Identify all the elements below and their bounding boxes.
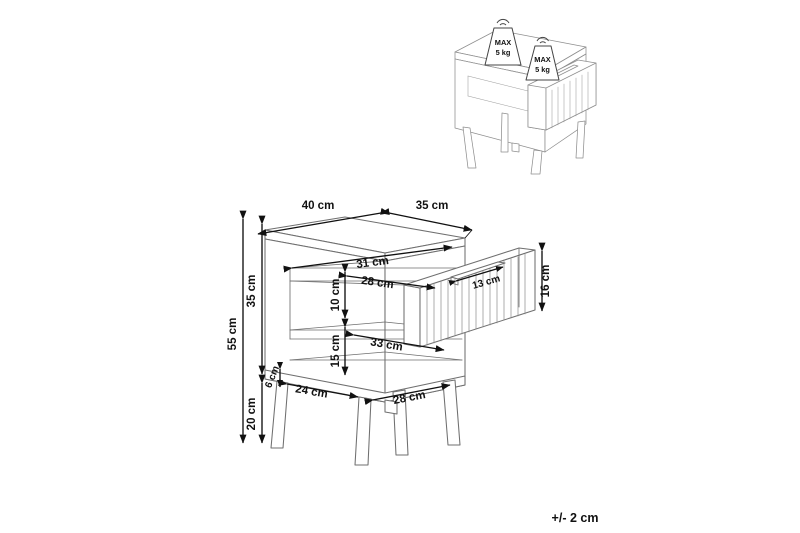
- dimlabel-top-width: 40 cm: [302, 200, 335, 212]
- dimlabel-drawer-front-height: 16 cm: [540, 265, 552, 298]
- leg-front-left: [270, 380, 289, 449]
- thumb-drawer-side: [527, 84, 547, 131]
- leg-back-right: [442, 379, 461, 446]
- thumb-drawer-ribs: [551, 71, 589, 129]
- tag-handle-inner-top: [499, 23, 507, 26]
- dimline-top-width: [257, 208, 390, 237]
- dimline-drawer-inner-depth: [338, 271, 436, 291]
- dimline-top-depth: [380, 207, 473, 232]
- tag-handle-inner-drawer: [539, 41, 546, 44]
- dimlabel-body-height: 35 cm: [246, 275, 258, 308]
- tag-body-top: [484, 27, 522, 66]
- dimline-drawer-inner-width: [283, 244, 453, 273]
- dimlabel-leg-height: 20 cm: [246, 398, 258, 431]
- tag-body-drawer: [525, 45, 560, 81]
- tag-max-label-top: MAX: [495, 38, 511, 47]
- tolerance-note: +/- 2 cm: [552, 511, 599, 525]
- thumb-drawer-face: [545, 62, 597, 131]
- dimlabel-leg-span-depth: 24 cm: [294, 383, 328, 400]
- drawer-left-end: [403, 284, 421, 348]
- tag-max-label-drawer: MAX: [534, 55, 550, 64]
- dimlabel-shelf-depth: 33 cm: [369, 336, 403, 353]
- tag-weight-label-drawer: 5 kg: [535, 65, 550, 74]
- tag-handle-drawer: [536, 36, 549, 42]
- dimline-leg-span-depth: [278, 379, 359, 399]
- dimline-handle-width: [448, 266, 504, 286]
- dimlabel-drawer-inner-width: 31 cm: [356, 255, 390, 271]
- tag-handle-top: [496, 18, 510, 24]
- dimlabel-shelf-opening-height: 15 cm: [330, 335, 342, 368]
- thumb-leg-back-left: [500, 112, 509, 153]
- dimlabel-drawer-opening-height: 10 cm: [330, 279, 342, 312]
- dimline-shelf-depth: [345, 330, 445, 353]
- dimlabel-drawer-inner-depth: 28 cm: [360, 275, 394, 291]
- dimline-leg-span-width: [364, 383, 451, 406]
- thumb-leg-back-right: [575, 120, 586, 159]
- load-tag-drawer: MAX 5 kg: [525, 36, 560, 81]
- thumb-leg-front-right: [530, 149, 543, 175]
- extension-lines: [257, 229, 473, 239]
- leg-front-right: [354, 396, 372, 466]
- thumb-leg-front-left: [462, 126, 477, 169]
- thumb-stretcher: [511, 142, 520, 153]
- load-tag-top: MAX 5 kg: [484, 18, 522, 66]
- dimension-annotations: 40 cm 35 cm 55 cm 35 cm 20 cm 6 cm 31 cm…: [227, 200, 552, 444]
- dimlabel-total-height: 55 cm: [227, 318, 239, 351]
- dimlabel-top-depth: 35 cm: [416, 200, 449, 212]
- tag-weight-label-top: 5 kg: [496, 48, 511, 57]
- thumbnail-illustration: MAX 5 kg MAX 5 kg: [454, 18, 597, 175]
